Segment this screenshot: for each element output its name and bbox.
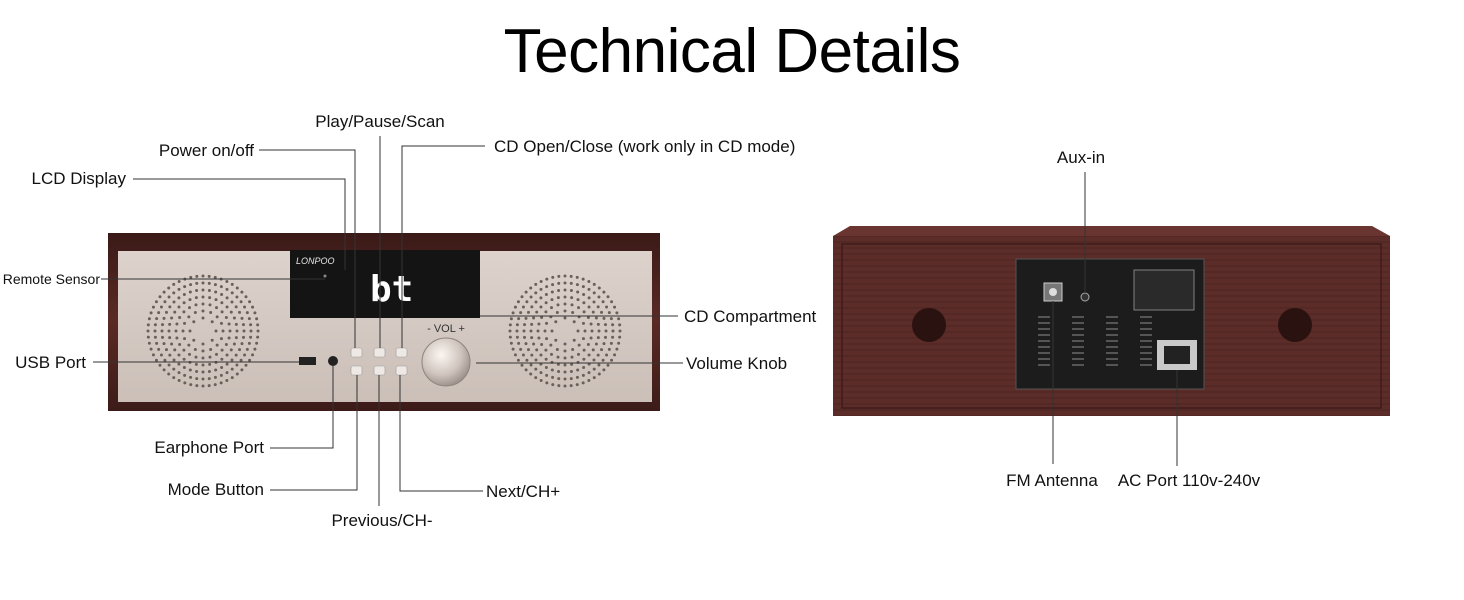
cd-eject-button[interactable] — [395, 347, 408, 358]
label-aux: Aux-in — [1057, 148, 1105, 167]
back-labels: Aux-in FM Antenna AC Port 110v-240v — [1006, 148, 1261, 490]
power-button[interactable] — [350, 347, 363, 358]
back-cabinet-top — [833, 226, 1390, 236]
volume-caption: - VOL + — [427, 323, 465, 335]
label-lcd: LCD Display — [32, 169, 127, 188]
rear-vents — [1038, 316, 1152, 366]
front-leader-lines — [93, 136, 683, 506]
spec-sticker — [1133, 269, 1195, 311]
control-buttons — [350, 347, 408, 376]
back-leader-lines — [1052, 172, 1178, 466]
label-cd-compartment: CD Compartment — [684, 307, 817, 326]
next-button[interactable] — [395, 365, 408, 376]
ac-port-socket — [1164, 346, 1190, 364]
volume-knob[interactable] — [421, 337, 471, 387]
usb-port — [299, 357, 316, 365]
left-bass-port — [912, 308, 946, 342]
remote-sensor — [323, 274, 327, 278]
right-bass-port — [1278, 308, 1312, 342]
brand-logo: LONPOO — [296, 256, 335, 266]
label-power: Power on/off — [159, 141, 254, 160]
front-labels: Play/Pause/Scan Power on/off CD Open/Clo… — [3, 112, 817, 530]
label-previous: Previous/CH- — [331, 511, 432, 530]
display-readout: bt — [370, 269, 413, 310]
label-cd-open: CD Open/Close (work only in CD mode) — [494, 137, 795, 156]
mode-button[interactable] — [350, 365, 363, 376]
back-panel-border — [841, 243, 1382, 409]
left-speaker-grille — [146, 274, 260, 388]
label-earphone: Earphone Port — [154, 438, 264, 457]
label-mode: Mode Button — [168, 480, 264, 499]
label-fm: FM Antenna — [1006, 471, 1098, 490]
previous-button[interactable] — [373, 365, 386, 376]
label-volume: Volume Knob — [686, 354, 787, 373]
play-pause-button[interactable] — [373, 347, 386, 358]
earphone-port — [328, 356, 338, 366]
label-remote: Remote Sensor — [3, 271, 101, 287]
label-usb: USB Port — [15, 353, 86, 372]
page-title: Technical Details — [503, 17, 961, 86]
back-unit — [833, 226, 1390, 416]
right-speaker-grille — [508, 274, 622, 388]
aux-in-jack — [1080, 292, 1090, 302]
label-play-pause: Play/Pause/Scan — [315, 112, 444, 131]
label-next: Next/CH+ — [486, 482, 560, 501]
label-ac: AC Port 110v-240v — [1118, 471, 1261, 490]
front-unit: LONPOO bt - VOL + — [108, 233, 660, 411]
fm-antenna-pin — [1049, 288, 1057, 296]
lcd-display — [290, 250, 480, 318]
